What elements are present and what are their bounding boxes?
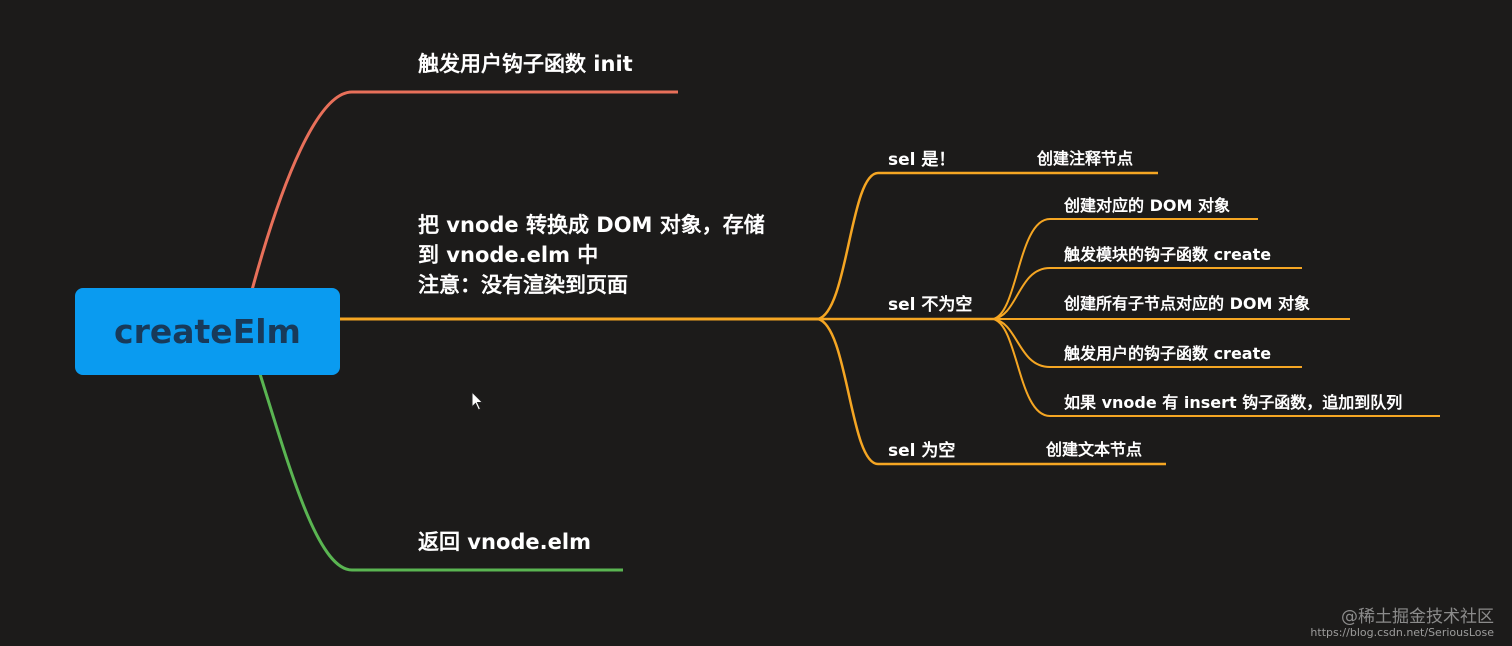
connector-return bbox=[258, 373, 623, 572]
node-convert-line-3: 注意：没有渲染到页面 bbox=[418, 273, 628, 297]
node-insert-hook-queue[interactable]: 如果 vnode 有 insert 钩子函数，追加到队列 bbox=[1064, 393, 1403, 412]
connector-child-1 bbox=[992, 218, 1258, 320]
node-create-text[interactable]: 创建文本节点 bbox=[1046, 440, 1143, 459]
connector-child-4 bbox=[992, 318, 1302, 368]
node-module-create-hook[interactable]: 触发模块的钩子函数 create bbox=[1064, 245, 1272, 264]
node-sel-bang[interactable]: sel 是！ bbox=[888, 150, 956, 170]
node-create-children-dom[interactable]: 创建所有子节点对应的 DOM 对象 bbox=[1064, 294, 1310, 313]
node-init-hook[interactable]: 触发用户钩子函数 init bbox=[418, 52, 633, 76]
connector-sel-bang bbox=[817, 171, 1158, 321]
node-user-create-hook[interactable]: 触发用户的钩子函数 create bbox=[1064, 344, 1272, 363]
connector-child-2 bbox=[992, 267, 1302, 320]
root-node-label: createElm bbox=[114, 312, 301, 351]
watermark-url: https://blog.csdn.net/SeriousLose bbox=[1310, 626, 1494, 639]
node-create-dom-object[interactable]: 创建对应的 DOM 对象 bbox=[1064, 196, 1230, 215]
node-convert-line-1: 把 vnode 转换成 DOM 对象，存储 bbox=[418, 213, 765, 237]
node-create-comment[interactable]: 创建注释节点 bbox=[1037, 149, 1134, 168]
connector-sel-empty bbox=[817, 317, 1166, 466]
node-convert-to-dom[interactable]: 把 vnode 转换成 DOM 对象，存储 到 vnode.elm 中 注意：没… bbox=[418, 210, 765, 300]
mouse-pointer-icon bbox=[471, 391, 484, 411]
node-sel-empty[interactable]: sel 为空 bbox=[888, 441, 956, 461]
watermark-logo: @稀土掘金技术社区 bbox=[1341, 607, 1494, 627]
connector-init bbox=[250, 90, 678, 291]
node-sel-not-empty[interactable]: sel 不为空 bbox=[888, 295, 973, 315]
root-node-createelm[interactable]: createElm bbox=[75, 288, 340, 375]
node-convert-line-2: 到 vnode.elm 中 bbox=[418, 243, 599, 267]
node-return-elm[interactable]: 返回 vnode.elm bbox=[418, 530, 591, 554]
connector-child-5 bbox=[992, 318, 1440, 417]
